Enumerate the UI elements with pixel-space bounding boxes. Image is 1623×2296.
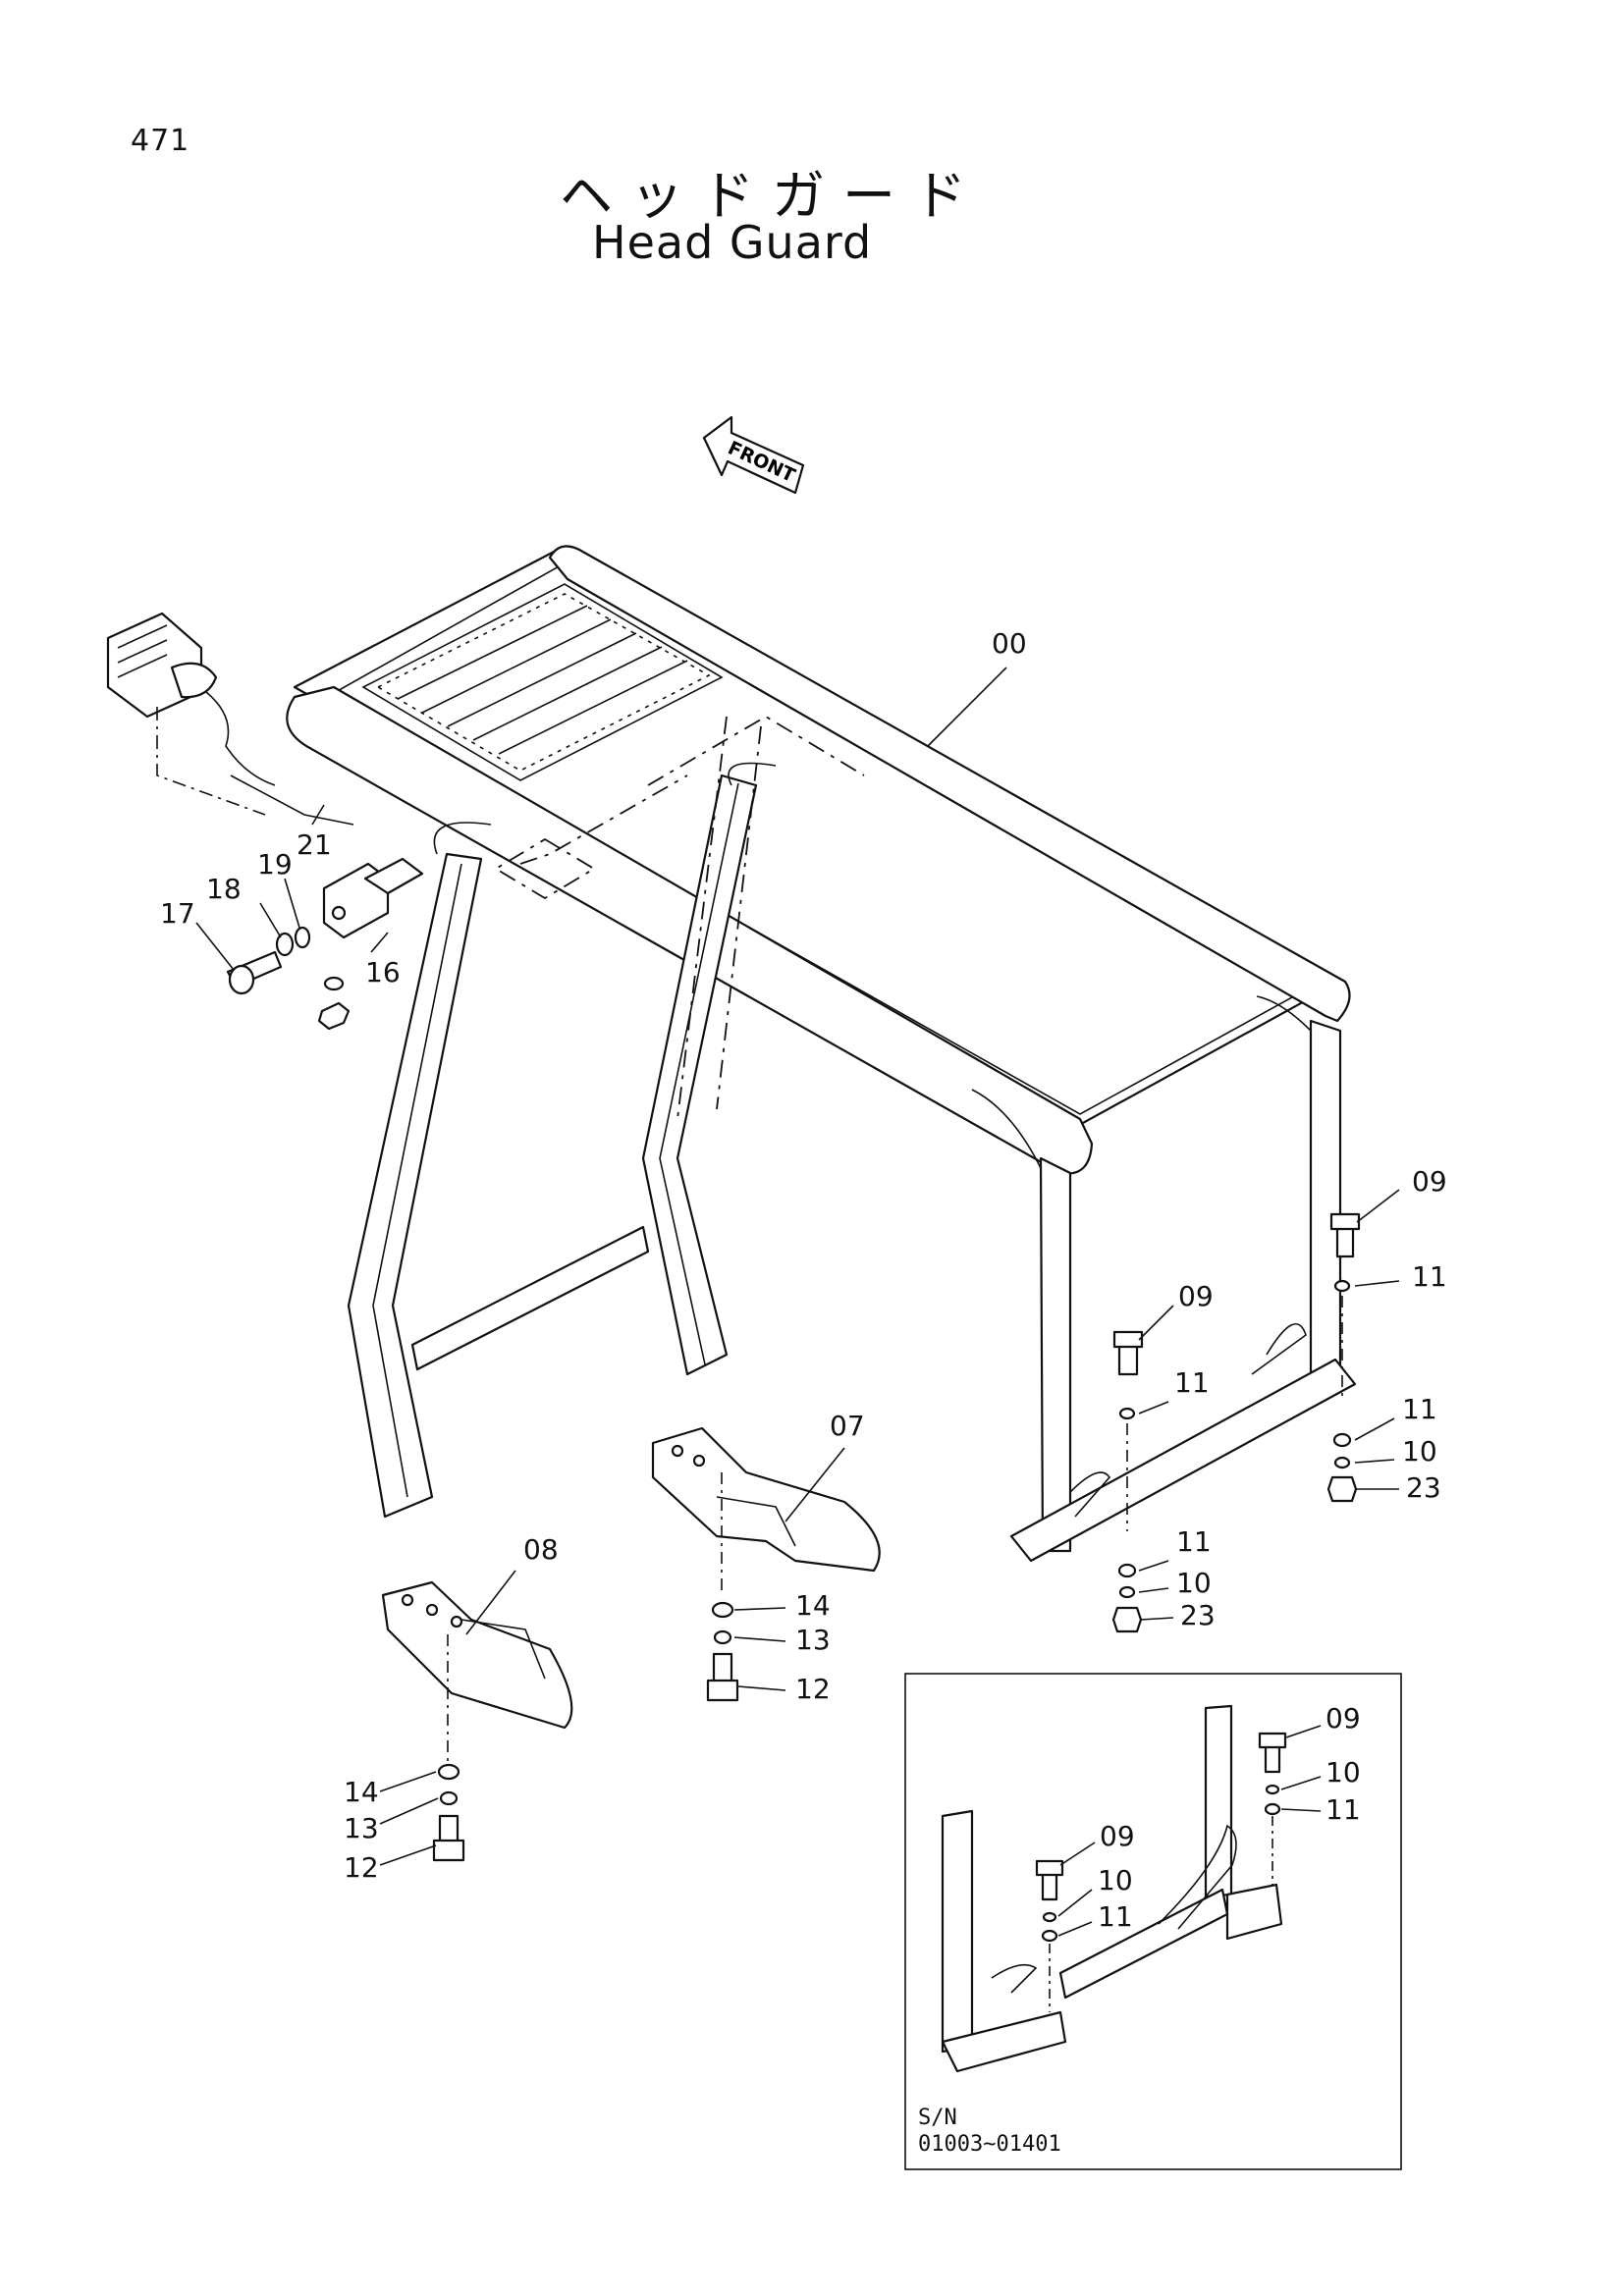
inset-callout-lockwasher-2: 10 — [1325, 1756, 1361, 1789]
inset-serial-label: S/N — [918, 2106, 957, 2130]
callout-frame: 00 — [992, 627, 1027, 660]
work-light-assembly — [106, 612, 424, 939]
inset-panel: 09 10 11 09 10 11 — [904, 1673, 1402, 2170]
callout-washer-c: 11 — [1402, 1393, 1437, 1425]
inset-callout-bolt-2: 09 — [1325, 1702, 1361, 1735]
title-english: Head Guard — [592, 216, 873, 269]
fastener-stacks — [432, 1212, 1361, 1862]
callout-lockwasher-f: 13 — [344, 1812, 379, 1844]
callout-lockwasher-c: 10 — [1402, 1435, 1437, 1468]
callout-nut-c: 23 — [1406, 1471, 1441, 1504]
callout-washer-a: 11 — [1174, 1366, 1210, 1399]
head-guard-frame — [286, 545, 1357, 1563]
callout-bolt-f: 12 — [344, 1851, 379, 1884]
inset-serial-range: 01003~01401 — [918, 2132, 1061, 2157]
callout-washer-h: 19 — [257, 848, 293, 881]
inset-callout-lockwasher-1: 10 — [1098, 1864, 1133, 1896]
callout-washer-f: 14 — [344, 1776, 379, 1808]
callout-bracket: 16 — [365, 956, 401, 988]
inset-callout-washer-2: 11 — [1325, 1793, 1361, 1826]
callout-washer-d: 11 — [1176, 1525, 1212, 1558]
callout-numbers: 00 07 08 09 11 09 11 11 10 23 11 10 23 1… — [160, 627, 1447, 1884]
callout-lockwasher-d: 10 — [1176, 1567, 1212, 1599]
callout-nut-d: 23 — [1180, 1599, 1216, 1631]
callout-lockwasher-e: 13 — [795, 1624, 831, 1656]
callout-bolt-a: 09 — [1178, 1280, 1214, 1312]
title-japanese: ヘッドガード — [560, 165, 984, 227]
callout-leaders — [195, 667, 1400, 1866]
inset-callout-washer-1: 11 — [1098, 1900, 1133, 1933]
callout-washer-e: 14 — [795, 1589, 831, 1622]
callout-bolt-e: 12 — [795, 1673, 831, 1705]
cushion-08 — [381, 1580, 573, 1730]
front-arrow-icon: FRONT — [702, 415, 805, 495]
callout-bolt-b: 09 — [1412, 1165, 1447, 1198]
page-number: 471 — [131, 124, 190, 158]
inset-callout-bolt-1: 09 — [1100, 1820, 1135, 1852]
callout-bolt-g: 17 — [160, 897, 195, 930]
callout-cushion-08: 08 — [523, 1533, 559, 1566]
callout-washer-b: 11 — [1412, 1260, 1447, 1293]
callout-washer-g: 18 — [206, 873, 242, 905]
hidden-lines — [494, 715, 865, 1120]
cushion-07 — [651, 1426, 881, 1573]
work-light-hardware — [226, 926, 351, 1031]
callout-cushion-07: 07 — [830, 1410, 865, 1442]
callout-harness: 21 — [297, 828, 332, 861]
